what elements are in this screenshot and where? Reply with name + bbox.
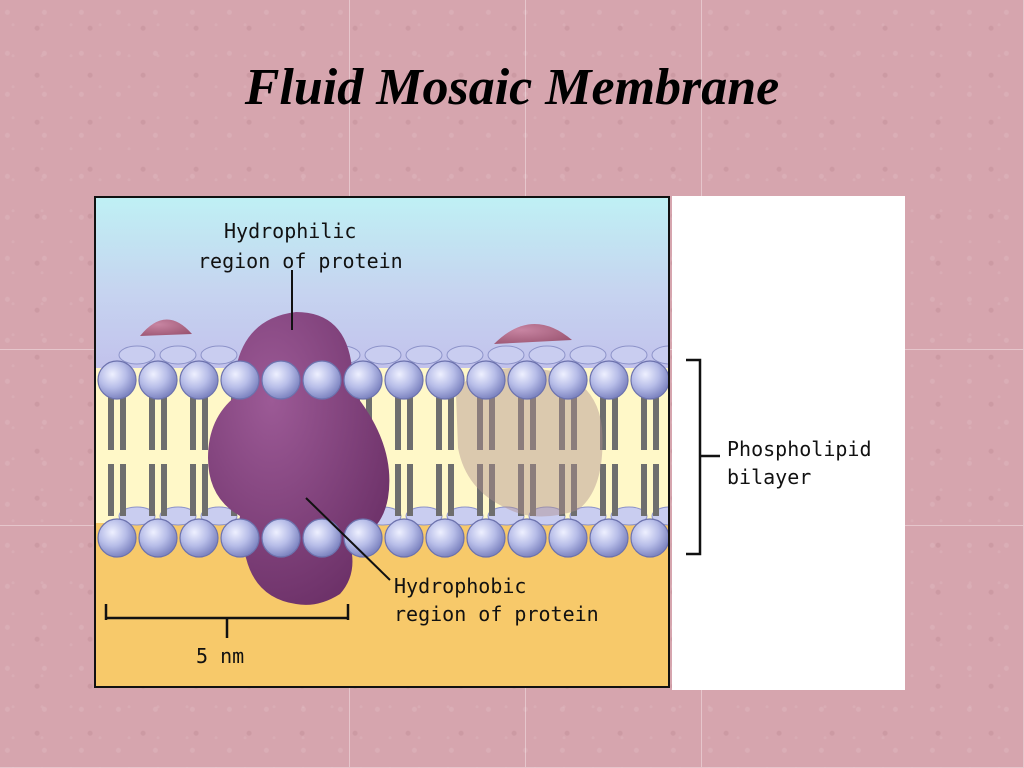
lipid-tail [407, 464, 413, 516]
lipid-head [220, 360, 260, 400]
lipid-head [138, 360, 178, 400]
lipid-tail [149, 396, 155, 450]
lipid-tail [161, 464, 167, 516]
lipid-head [97, 360, 137, 400]
lipid-head-back [364, 345, 402, 365]
lipid-head [261, 360, 301, 400]
membrane-illustration [96, 198, 668, 686]
lipid-tail [448, 464, 454, 516]
lipid-head [466, 518, 506, 558]
lipid-tail [571, 396, 577, 450]
lipid-tail [489, 464, 495, 516]
scale-bar [104, 604, 350, 638]
lipid-head-back [651, 345, 668, 365]
lipid-head [425, 360, 465, 400]
lipid-tail [149, 464, 155, 516]
lipid-head [343, 518, 383, 558]
lipid-head [97, 518, 137, 558]
lipid-tail [120, 396, 126, 450]
lipid-head-back [118, 345, 156, 365]
lipid-tail [641, 396, 647, 450]
lipid-tail [653, 396, 659, 450]
lipid-tail [530, 396, 536, 450]
lipid-head [630, 518, 668, 558]
lipid-head [384, 518, 424, 558]
lipid-head [507, 360, 547, 400]
lipid-head [261, 518, 301, 558]
lipid-tail [600, 396, 606, 450]
lipid-tail [436, 396, 442, 450]
lipid-tail [161, 396, 167, 450]
bilayer-bracket [686, 358, 720, 556]
lipid-head [179, 518, 219, 558]
lipid-head-back [159, 345, 197, 365]
lipid-tail [120, 464, 126, 516]
membrane-diagram [94, 196, 670, 688]
lipid-tail [436, 464, 442, 516]
lipid-tail [612, 396, 618, 450]
lipid-head-back [487, 345, 525, 365]
lipid-tail [477, 396, 483, 450]
lipid-tail [559, 464, 565, 516]
lipid-tail [202, 464, 208, 516]
slide-title: Fluid Mosaic Membrane [244, 59, 780, 116]
lipid-tail [190, 396, 196, 450]
lipid-head-back [200, 345, 238, 365]
lipid-head [138, 518, 178, 558]
lipid-head [466, 360, 506, 400]
lipid-head [548, 360, 588, 400]
lipid-head [343, 360, 383, 400]
lipid-head-back [610, 345, 648, 365]
peripheral-protein-right [494, 323, 572, 344]
lipid-tail [600, 464, 606, 516]
lipid-head [630, 360, 668, 400]
lipid-tail [108, 464, 114, 516]
hydrophobic-leader-line [305, 497, 391, 581]
bilayer-label-line1: Phospholipid [727, 437, 872, 461]
lipid-tail [395, 464, 401, 516]
lipid-head [548, 518, 588, 558]
lipid-head-back [528, 345, 566, 365]
lipid-tail [612, 464, 618, 516]
scale-label: 5 nm [196, 644, 245, 668]
hydrophobic-label-line1: Hydrophobic [394, 574, 527, 598]
lipid-tail [108, 396, 114, 450]
lipid-head [425, 518, 465, 558]
lipid-head [589, 518, 629, 558]
lipid-tail [190, 464, 196, 516]
lipid-head [220, 518, 260, 558]
lipid-head-back [405, 345, 443, 365]
lipid-tail [407, 396, 413, 450]
lipid-tail [518, 396, 524, 450]
lipid-tail [571, 464, 577, 516]
lipid-tail [395, 396, 401, 450]
peripheral-protein-left [140, 319, 192, 336]
lipid-tail [477, 464, 483, 516]
hydrophobic-label-line2: region of protein [394, 602, 599, 626]
hydrophilic-label-line2: region of protein [198, 249, 403, 273]
lipid-head [302, 360, 342, 400]
label-panel [672, 196, 905, 690]
lipid-head [507, 518, 547, 558]
lipid-tail [653, 464, 659, 516]
lipid-tail [530, 464, 536, 516]
lipid-head [302, 518, 342, 558]
lipid-head-back [446, 345, 484, 365]
lipid-tail [489, 396, 495, 450]
lipid-head [589, 360, 629, 400]
bilayer-label-line2: bilayer [727, 465, 812, 489]
lipid-head [384, 360, 424, 400]
lipid-tail [448, 396, 454, 450]
hydrophilic-label-line1: Hydrophilic [224, 219, 357, 243]
lipid-tail [202, 396, 208, 450]
lipid-tail [559, 396, 565, 450]
lipid-tail [641, 464, 647, 516]
lipid-head-back [569, 345, 607, 365]
lipid-head [179, 360, 219, 400]
faded-protein [456, 367, 603, 517]
lipid-tail [518, 464, 524, 516]
